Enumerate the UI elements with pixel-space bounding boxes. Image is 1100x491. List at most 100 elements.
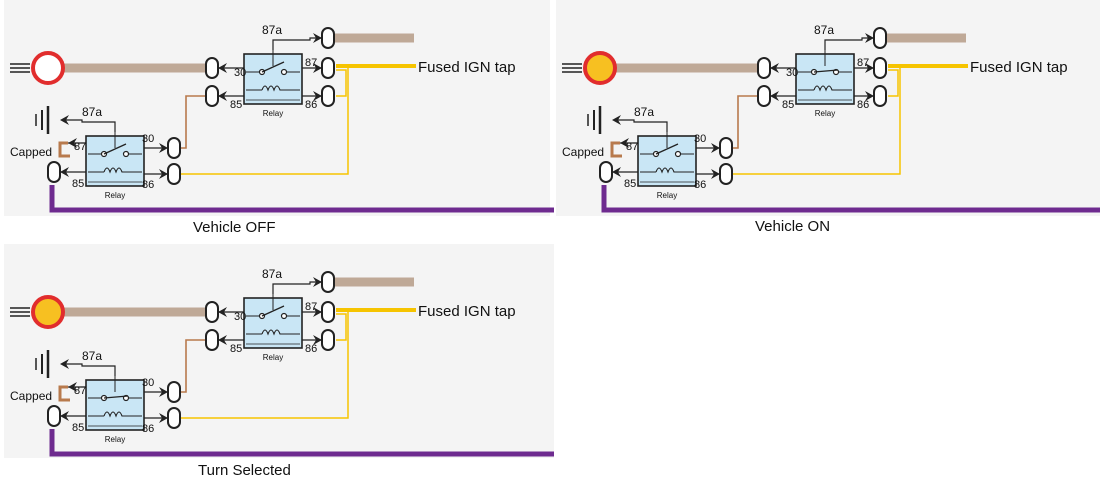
arrow-head: [612, 167, 621, 177]
pin-label-85: 85: [230, 99, 242, 111]
indicator-lamp: [31, 51, 65, 85]
relay: Relay: [85, 122, 145, 200]
terminal-connector: [47, 161, 61, 183]
relay-coil: [261, 85, 284, 92]
capped-wire: [58, 141, 70, 158]
arrow-head: [159, 387, 168, 397]
arrow-head: [612, 115, 621, 125]
indicator-lamp: [583, 51, 617, 85]
relay-switch: [103, 143, 127, 155]
relay-switch: [655, 143, 679, 155]
pin-label-85-lower: 85: [72, 178, 84, 190]
relay: Relay: [243, 284, 303, 362]
arrow-head: [60, 167, 69, 177]
pin-label-85: 85: [782, 99, 794, 111]
pin-label-30-lower: 30: [142, 377, 154, 389]
terminal-connector: [719, 137, 733, 159]
fused-ign-tap-label: Fused IGN tap: [418, 303, 516, 320]
terminal-connector: [167, 381, 181, 403]
pin-label-87: 87: [305, 57, 317, 69]
capped-wire: [610, 141, 622, 158]
arrow-head: [159, 143, 168, 153]
terminal-connector: [719, 163, 733, 185]
yellow-wire-86: [336, 313, 347, 341]
fused-ign-tap-label: Fused IGN tap: [970, 59, 1068, 76]
terminal-connector: [321, 271, 335, 293]
relay-switch: [813, 69, 839, 73]
brown-wire-85: [180, 339, 207, 393]
arrow-head: [60, 411, 69, 421]
arrow-head: [620, 138, 629, 148]
yellow-wire-lower: [180, 68, 349, 175]
pin-label-30: 30: [786, 67, 798, 79]
arrow-head: [711, 169, 720, 179]
fused-ign-tap-label: Fused IGN tap: [418, 59, 516, 76]
purple-wire: [49, 429, 554, 457]
terminal-connector: [321, 85, 335, 107]
terminal-connector: [321, 57, 335, 79]
pin-label-87a-lower: 87a: [82, 349, 102, 363]
relay-coil: [655, 167, 678, 174]
arrow-head: [711, 143, 720, 153]
terminal-connector: [321, 329, 335, 351]
brown-wire-85: [732, 95, 759, 149]
pin-label-86: 86: [857, 99, 869, 111]
pin-label-86-lower: 86: [142, 423, 154, 435]
pin-label-86: 86: [305, 343, 317, 355]
contact-pin: [674, 150, 682, 158]
terminal-connector: [47, 405, 61, 427]
yellow-wire-86: [888, 69, 899, 97]
capped-label: Capped: [10, 389, 52, 403]
relay-label: Relay: [815, 109, 835, 118]
terminal-connector: [205, 57, 219, 79]
pin-label-30: 30: [234, 311, 246, 323]
relay-coil: [261, 329, 284, 336]
terminal-connector: [205, 85, 219, 107]
terminal-connector: [757, 57, 771, 79]
pin-label-30-lower: 30: [142, 133, 154, 145]
terminal-connector: [205, 329, 219, 351]
pin-label-86-lower: 86: [694, 179, 706, 191]
purple-wire: [49, 185, 554, 213]
pin-label-87a-lower: 87a: [634, 105, 654, 119]
relay-label: Relay: [105, 435, 125, 444]
caption-vehicle-off: Vehicle OFF: [193, 219, 276, 236]
terminal-connector: [167, 163, 181, 185]
relay-coil: [813, 85, 836, 92]
terminal-connector: [167, 407, 181, 429]
terminal-connector: [873, 85, 887, 107]
yellow-wire-86: [336, 69, 347, 97]
arrow-head: [60, 359, 69, 369]
pin-label-30: 30: [234, 67, 246, 79]
pin-label-87-lower: 87: [626, 141, 638, 153]
purple-wire: [601, 185, 1100, 213]
terminal-connector: [873, 27, 887, 49]
terminal-connector: [873, 57, 887, 79]
pin-label-87a: 87a: [262, 267, 282, 281]
pin-label-87: 87: [305, 301, 317, 313]
relay-coil: [103, 167, 126, 174]
pin-label-30-lower: 30: [694, 133, 706, 145]
capped-wire: [58, 385, 70, 402]
terminal-connector: [321, 301, 335, 323]
relay-coil: [103, 411, 126, 418]
terminal-connector: [205, 301, 219, 323]
relay: Relay: [243, 40, 303, 118]
relay-switch: [261, 305, 285, 317]
arrow-head: [60, 115, 69, 125]
pin-label-85: 85: [230, 343, 242, 355]
caption-turn-selected: Turn Selected: [198, 462, 291, 479]
capped-label: Capped: [10, 145, 52, 159]
relay-label: Relay: [105, 191, 125, 200]
yellow-wire-lower: [732, 68, 901, 175]
pin-label-86-lower: 86: [142, 179, 154, 191]
pin-label-87a-lower: 87a: [82, 105, 102, 119]
pin-label-85-lower: 85: [624, 178, 636, 190]
caption-vehicle-on: Vehicle ON: [755, 218, 831, 235]
contact-pin: [280, 312, 288, 320]
arrow-head: [68, 138, 77, 148]
